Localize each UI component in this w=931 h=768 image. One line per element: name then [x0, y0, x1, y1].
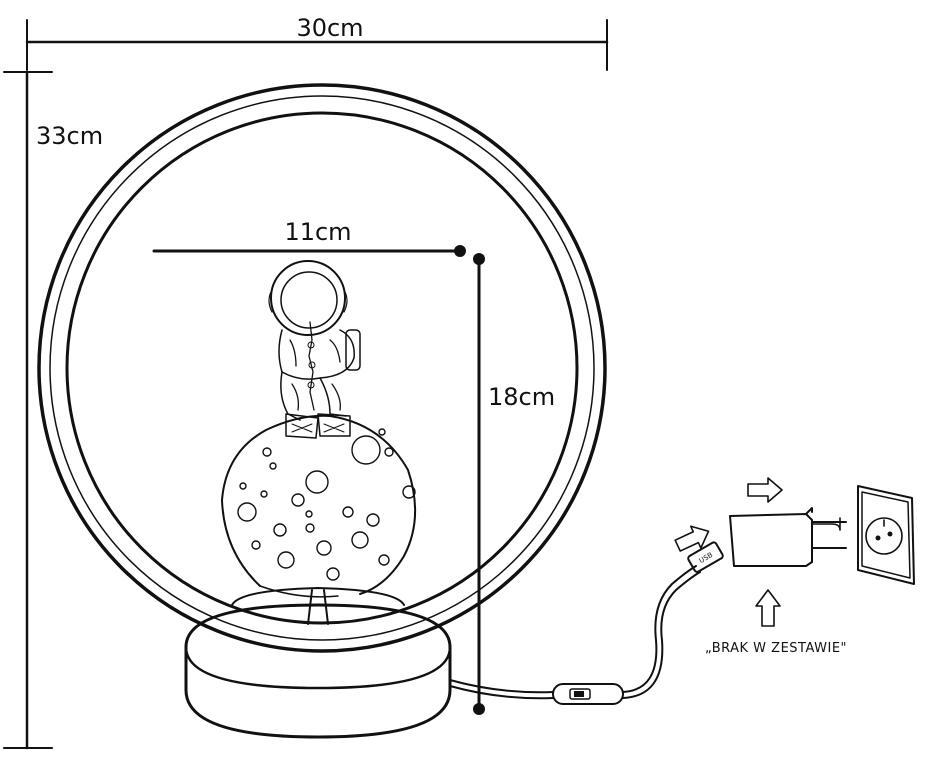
width-dimension: 30cm: [25, 14, 609, 71]
moon-craters: [237, 428, 416, 581]
height-dimension: 33cm: [3, 70, 103, 750]
arrow-to-socket-icon: [747, 477, 783, 503]
lamp-ring: [37, 83, 607, 653]
inner-height-label: 18cm: [488, 383, 555, 411]
width-label: 30cm: [296, 14, 363, 42]
power-adapter: [729, 507, 847, 567]
not-included-note: „BRAK W ZESTAWIE": [705, 641, 847, 656]
inline-switch: [552, 683, 624, 705]
inner-height-dimension: 18cm: [473, 253, 555, 715]
power-cable: [449, 565, 701, 705]
moon-sphere: [221, 414, 417, 598]
lamp-base: [184, 587, 452, 739]
arrow-up-icon: [755, 589, 781, 627]
astronaut-figure: [268, 260, 361, 439]
height-label: 33cm: [36, 122, 103, 150]
arrow-to-usb-icon: [674, 525, 710, 552]
inner-width-label: 11cm: [284, 218, 351, 246]
inner-width-dimension: 11cm: [152, 218, 466, 257]
wall-socket: [857, 485, 915, 585]
